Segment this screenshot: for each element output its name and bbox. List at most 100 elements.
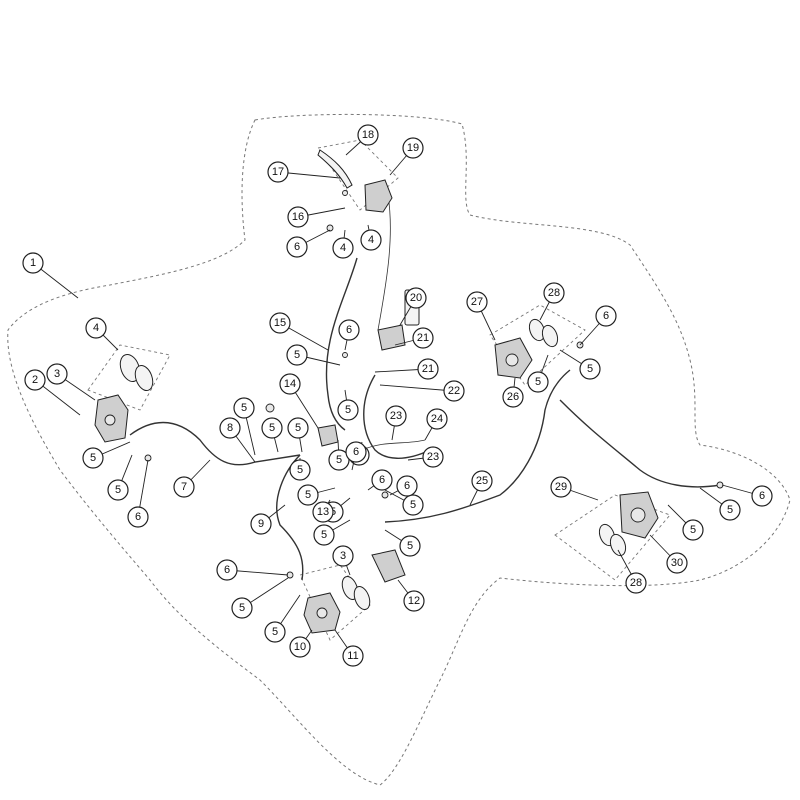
callout-circle: [85, 317, 107, 339]
callout-circle: [337, 399, 359, 421]
callout-number: 5: [305, 489, 311, 501]
callout-circle: [751, 485, 773, 507]
callout-circle: [403, 590, 425, 612]
callout-number: 7: [181, 481, 187, 493]
brake-pads-left: [119, 353, 154, 392]
callout-number: 8: [227, 422, 233, 434]
callout-circle: [345, 441, 367, 463]
callout-number: 28: [630, 577, 642, 589]
callout-11: 11: [342, 645, 364, 667]
callout-circle: [338, 319, 360, 341]
callout-6: 6: [345, 441, 367, 463]
callout-number: 6: [404, 480, 410, 492]
callout-number: 25: [476, 475, 488, 487]
callout-circle: [579, 358, 601, 380]
callout-circle: [426, 408, 448, 430]
callout-5: 5: [231, 597, 253, 619]
callout-22: 22: [443, 380, 465, 402]
callout-number: 5: [321, 529, 327, 541]
callout-number: 6: [379, 474, 385, 486]
callout-circle: [466, 291, 488, 313]
brake-hose-25: [384, 369, 571, 523]
callout-number: 27: [471, 296, 483, 308]
callout-6: 6: [338, 319, 360, 341]
caliper-group-29: [554, 494, 671, 581]
callout-number: 21: [417, 332, 429, 344]
callout-3: 3: [332, 545, 354, 567]
callout-5: 5: [402, 494, 424, 516]
callout-number: 18: [362, 129, 374, 141]
callout-number: 12: [408, 595, 420, 607]
callout-number: 21: [422, 363, 434, 375]
callout-number: 5: [690, 524, 696, 536]
callout-circle: [269, 312, 291, 334]
callout-number: 10: [294, 641, 306, 653]
fittings: [144, 190, 724, 579]
callout-number: 28: [548, 287, 560, 299]
brake-hose-left: [129, 421, 301, 466]
callout-number: 5: [294, 349, 300, 361]
callout-number: 6: [294, 241, 300, 253]
abs-modulator: [317, 424, 339, 447]
callout-1: 1: [22, 252, 44, 274]
callout-5: 5: [82, 447, 104, 469]
callout-circle: [297, 484, 319, 506]
callout-circle: [399, 535, 421, 557]
callout-number: 4: [368, 234, 374, 246]
callout-circle: [287, 417, 309, 439]
brake-hose-19: [377, 194, 391, 331]
callout-5: 5: [313, 524, 335, 546]
callout-circle: [371, 469, 393, 491]
caliper-30: [619, 491, 659, 539]
callout-circle: [279, 373, 301, 395]
callout-circle: [231, 597, 253, 619]
master-cylinder: [317, 149, 393, 213]
callout-25: 25: [471, 470, 493, 492]
callout-circle: [543, 282, 565, 304]
callout-number: 6: [346, 324, 352, 336]
callout-circle: [342, 645, 364, 667]
callout-3: 3: [46, 363, 68, 385]
callout-6: 6: [751, 485, 773, 507]
brake-line-23: [361, 439, 426, 451]
callout-4: 4: [85, 317, 107, 339]
callout-28: 28: [625, 572, 647, 594]
callout-circle: [595, 305, 617, 327]
callout-29: 29: [550, 476, 572, 498]
callout-circle: [357, 124, 379, 146]
callout-circle: [417, 358, 439, 380]
callout-circle: [289, 459, 311, 481]
callout-circle: [443, 380, 465, 402]
master-cylinder-group: [317, 139, 399, 211]
callout-circle: [286, 344, 308, 366]
callout-number: 5: [90, 452, 96, 464]
callout-number: 5: [297, 464, 303, 476]
callout-number: 23: [390, 410, 402, 422]
callout-5: 5: [337, 399, 359, 421]
callout-number: 5: [115, 484, 121, 496]
callout-circle: [666, 552, 688, 574]
callout-circle: [289, 636, 311, 658]
callout-number: 26: [507, 391, 519, 403]
callout-5: 5: [719, 499, 741, 521]
callout-19: 19: [402, 137, 424, 159]
callout-circle: [719, 499, 741, 521]
callout-15: 15: [269, 312, 291, 334]
callout-6: 6: [127, 506, 149, 528]
callout-5: 5: [682, 519, 704, 541]
callout-8: 8: [219, 417, 241, 439]
brake-hose-center: [276, 454, 304, 581]
callout-circle: [402, 494, 424, 516]
callout-4: 4: [332, 237, 354, 259]
callout-number: 6: [224, 564, 230, 576]
callout-5: 5: [107, 479, 129, 501]
callout-circle: [250, 513, 272, 535]
callout-circle: [625, 572, 647, 594]
callout-5: 5: [527, 371, 549, 393]
callout-circle: [471, 470, 493, 492]
callout-16: 16: [287, 206, 309, 228]
brake-hose-22: [363, 374, 431, 459]
callout-5: 5: [328, 449, 350, 471]
callout-10: 10: [289, 636, 311, 658]
callout-number: 20: [410, 292, 422, 304]
